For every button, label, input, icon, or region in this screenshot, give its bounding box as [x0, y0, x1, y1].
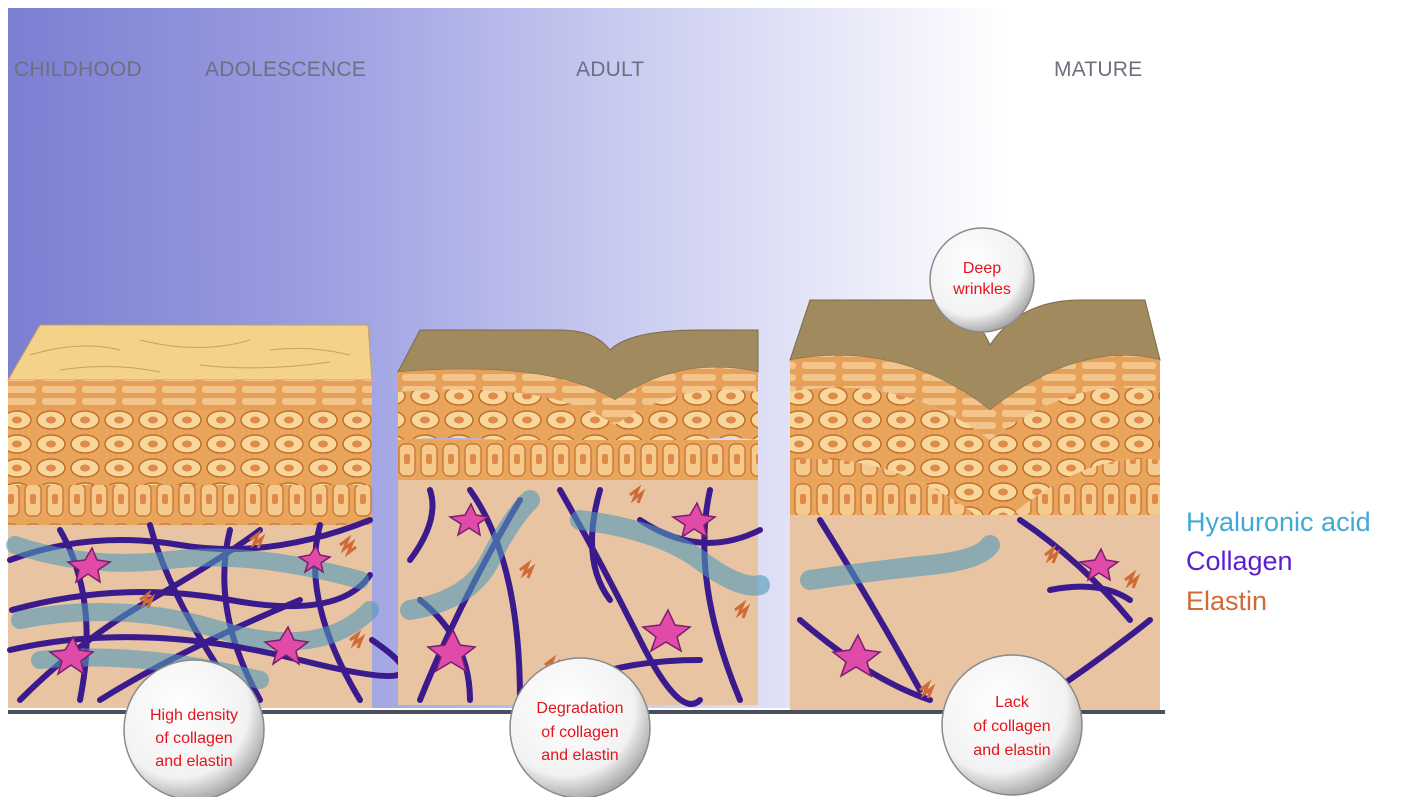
callout-high-density-line2: of collagen	[155, 730, 232, 747]
callout-lack-line1: Lack	[995, 694, 1030, 711]
callout-lack: Lack of collagen and elastin	[942, 655, 1082, 795]
legend-elastin: Elastin	[1186, 586, 1267, 617]
callout-lack-line2: of collagen	[973, 718, 1050, 735]
callout-deep-wrinkles: Deep wrinkles	[930, 228, 1034, 332]
legend-collagen: Collagen	[1186, 546, 1293, 577]
callout-high-density: High density of collagen and elastin	[124, 660, 264, 797]
legend-hyaluronic-acid: Hyaluronic acid	[1186, 507, 1371, 538]
callout-deep-wrinkles-line1: Deep	[963, 260, 1001, 277]
callout-high-density-line1: High density	[150, 707, 238, 724]
callout-degradation: Degradation of collagen and elastin	[510, 658, 650, 797]
callout-degradation-line3: and elastin	[541, 747, 618, 764]
callout-degradation-line1: Degradation	[536, 700, 623, 717]
callout-high-density-line3: and elastin	[155, 753, 232, 770]
callout-lack-line3: and elastin	[973, 742, 1050, 759]
callout-degradation-line2: of collagen	[541, 724, 618, 741]
callout-deep-wrinkles-line2: wrinkles	[952, 281, 1011, 298]
skin-block-mature	[790, 300, 1160, 710]
